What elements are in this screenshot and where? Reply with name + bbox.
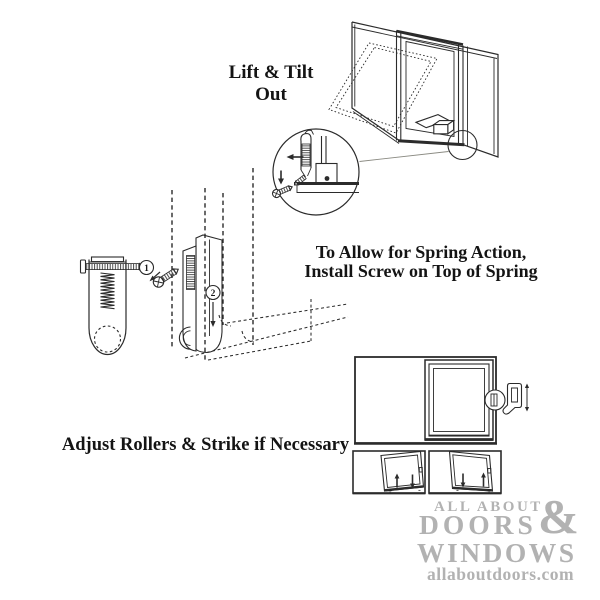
strike-adjust-arrow-icon [524,383,530,412]
lift-tilt-label: Lift & Tilt Out [218,62,324,106]
lower-arrow-icon [410,474,415,489]
channel-bottom-screw-icon [293,174,307,186]
spring-action-instruction: To Allow for Spring Action, Install Scre… [283,243,559,281]
balance-channel-detail [293,129,314,186]
detail-callout [271,128,360,216]
step-2-circle [205,284,221,301]
step-2-marker: 2 [205,284,221,327]
raise-arrow-icon [394,473,400,488]
step-2-down-arrow-icon [210,302,216,327]
lift-tilt-line1: Lift & Tilt [228,62,314,83]
minus-mark: - [418,486,421,495]
lower-arrow-icon [460,473,466,488]
tube-outline [88,259,127,356]
track-rail [294,182,359,193]
mini-sash-left [380,450,425,492]
plus-mark: + [487,487,492,496]
channel-spring [186,255,196,290]
corner-detail-circle [447,129,478,161]
step-1-arrow-icon [149,271,161,282]
raise-arrow-icon [481,472,486,487]
push-left-arrow-icon [286,154,304,160]
step-2-number: 2 [211,289,216,299]
lift-tilt-line2: Out [255,84,287,105]
lift-tilt-window-diagram [328,21,499,161]
spring-instruction-line1: To Allow for Spring Action, [315,242,527,262]
adjust-instruction: Adjust Rollers & Strike if Necessary [61,435,350,455]
tilted-sash-dashed-outline [328,42,438,134]
step-1-marker: 1 [138,259,179,288]
plus-mark: + [388,487,393,496]
logo-ampersand: & [538,489,579,544]
logo-line-windows: WINDOWS [417,537,577,568]
sash-latch [414,114,456,135]
roller-adjust-right-window: - + [428,450,502,496]
sliding-sash [395,29,465,147]
channel-roller [178,326,191,350]
window-frame [351,21,499,158]
step-1-number: 1 [144,264,149,274]
logo-line-all-about: ALL ABOUT [434,499,543,515]
spring-instruction-line2: Install Screw on Top of Spring [304,261,538,281]
spring-tube-diagram [79,256,145,356]
step-1-circle [138,259,155,276]
step-1-screw-icon [152,268,179,288]
tube-cap [90,256,125,263]
strike-keeper [502,382,523,415]
roller-dashed-circle [93,325,122,353]
roller-adjust-left-window: + - [352,450,426,496]
logo-url: allaboutdoors.com [427,564,575,584]
tube-spring-coil [100,272,115,310]
push-down-arrow-icon [278,170,284,185]
projection-dashed-lines [171,168,349,362]
adjust-sash [424,359,494,441]
callout-connector-line [359,151,449,162]
minus-mark: - [456,486,459,495]
jamb-bracket [315,136,338,185]
adjust-window-diagram [354,356,530,445]
strike-detail-circle [484,389,506,411]
detail-screw-icon [271,185,293,199]
logo-line-doors: DOORS [419,509,537,540]
mini-sash-right [448,450,494,492]
